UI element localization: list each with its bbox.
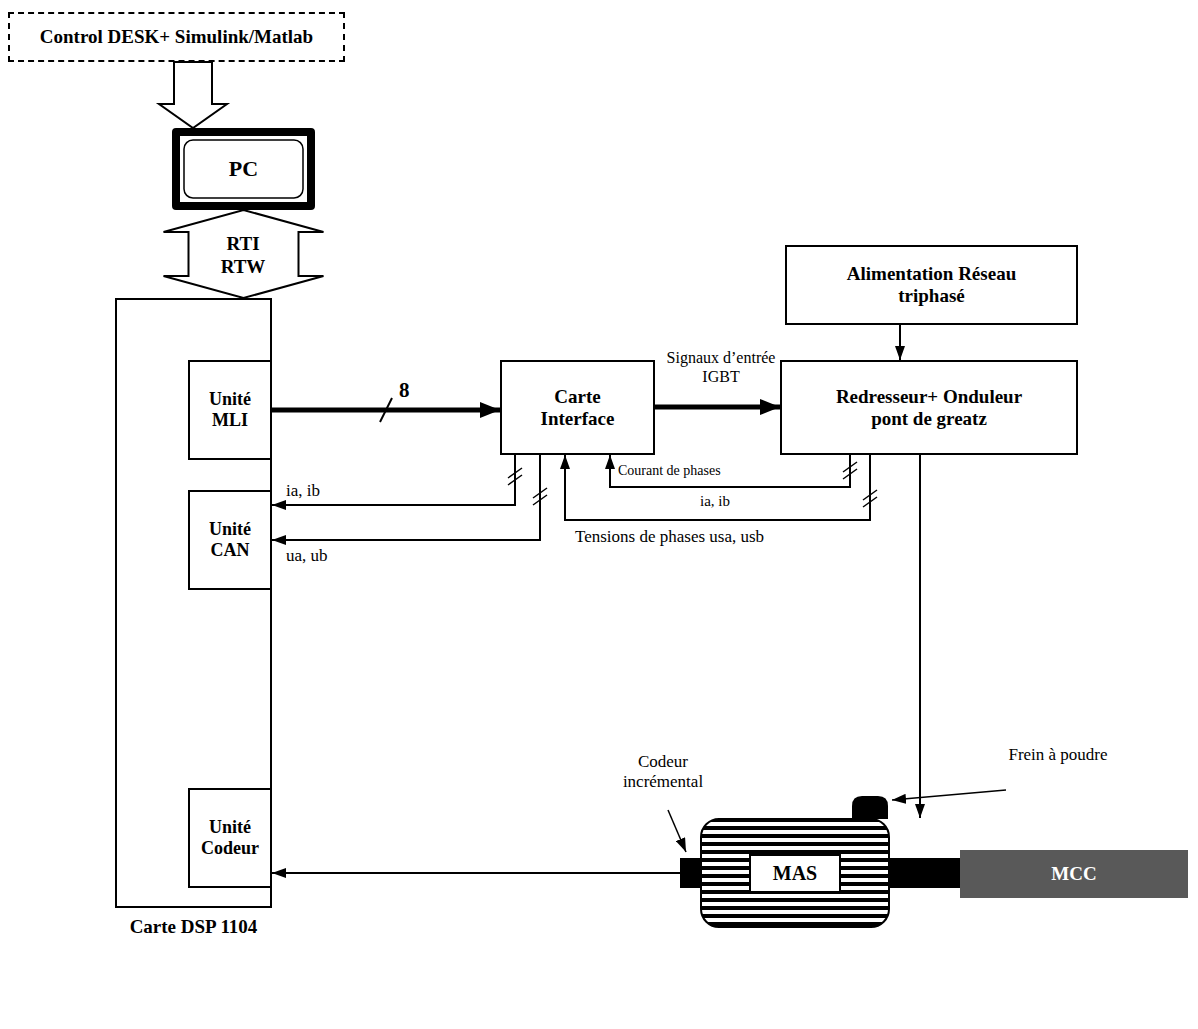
pc-monitor: PC [172,128,315,210]
signal-label: ia, ib [286,481,320,501]
callout-label: Frein à poudre [1008,745,1108,765]
node-label: PC [229,156,258,181]
dsp-board: Carte DSP 1104Unité MLIUnité CANUnité Co… [115,298,272,908]
signal-arrow [610,455,850,487]
node-label: Control DESK+ Simulink/Matlab [40,26,313,48]
signal-arrow [919,455,921,818]
node-label: Unité Codeur [190,817,270,858]
node-label: Redresseur+ Onduleur pont de greatz [817,386,1042,430]
signal-label: Tensions de phases usa, usb [575,527,764,547]
node-label: Unité MLI [190,389,270,430]
pwm-unit: Unité MLI [188,360,272,460]
leader-line [668,810,686,852]
screen-bezel [184,140,303,198]
software-box: Control DESK+ Simulink/Matlab [8,12,345,62]
interface-board: Carte Interface [500,360,655,455]
signal-label: ia, ib [700,492,730,510]
motor-shaft [890,858,960,888]
signal-label: Courant de phases [618,463,721,480]
block-arrow [159,62,227,128]
signal-arrow [272,408,500,413]
encoder-block [680,858,701,888]
encoder-unit: Unité Codeur [188,788,272,888]
node-label: Unité CAN [190,519,270,560]
powder-brake [852,796,888,819]
converter-box: Redresseur+ Onduleur pont de greatz [780,360,1078,455]
node-label: MCC [1051,863,1096,885]
power-supply-box: Alimentation Réseau triphasé [785,245,1078,325]
signal-arrow [565,455,870,520]
callout-label: Codeur incrémental [598,752,728,793]
node-label: Alimentation Réseau triphasé [847,263,1017,307]
leader-line [892,790,1006,800]
adc-unit: Unité CAN [188,490,272,590]
signal-label: Signaux d’entrée IGBT [659,348,783,386]
bus-slashes [508,462,877,507]
link-label: RTW [213,256,273,279]
node-label: Carte Interface [530,386,625,430]
signal-label: RTI [213,233,273,256]
signal-arrow [272,872,680,874]
signal-arrow [655,405,780,410]
induction-motor: MAS [700,818,890,928]
board-caption: Carte DSP 1104 [130,916,258,938]
signal-arrow [272,455,515,505]
node-label: MAS [749,854,841,893]
signal-label: 8 [399,378,410,403]
dc-machine: MCC [960,850,1188,898]
cooling-fins [701,819,889,927]
signal-arrow [272,455,540,540]
signal-label: ua, ub [286,546,328,566]
block-arrow [164,210,324,298]
signal-arrow [899,325,901,360]
